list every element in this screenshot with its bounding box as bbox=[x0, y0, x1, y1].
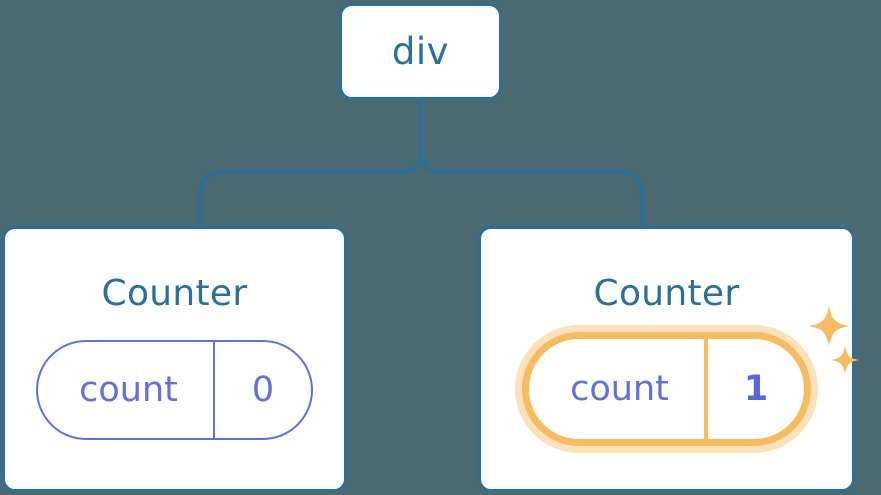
state-pill-count-left[interactable]: count 0 bbox=[36, 340, 313, 440]
state-value-label: 0 bbox=[251, 369, 275, 410]
node-counter-left[interactable]: Counter count 0 bbox=[2, 226, 347, 492]
sparkle-group bbox=[809, 306, 859, 374]
edge-root-to-right bbox=[419, 98, 644, 228]
node-counter-right[interactable]: Counter count 1 bbox=[478, 226, 859, 492]
state-value-label: 1 bbox=[743, 368, 769, 409]
state-pill-divider bbox=[704, 339, 708, 439]
counter-left-state-wrap: count 0 bbox=[36, 340, 313, 440]
state-pill-count-right-highlighted[interactable]: count 1 bbox=[522, 332, 811, 446]
edge-root-to-left bbox=[198, 98, 423, 228]
node-div[interactable]: div bbox=[339, 3, 502, 100]
counter-right-state-wrap: count 1 bbox=[522, 306, 859, 446]
counter-left-title: Counter bbox=[101, 273, 248, 314]
counter-right-title: Counter bbox=[593, 273, 740, 314]
sparkle-large-icon bbox=[809, 306, 849, 346]
node-div-label: div bbox=[391, 30, 450, 73]
sparkle-small-icon bbox=[831, 346, 859, 374]
state-pill-divider bbox=[213, 342, 215, 438]
state-key-label: count bbox=[79, 369, 178, 410]
state-key-label: count bbox=[570, 368, 669, 409]
